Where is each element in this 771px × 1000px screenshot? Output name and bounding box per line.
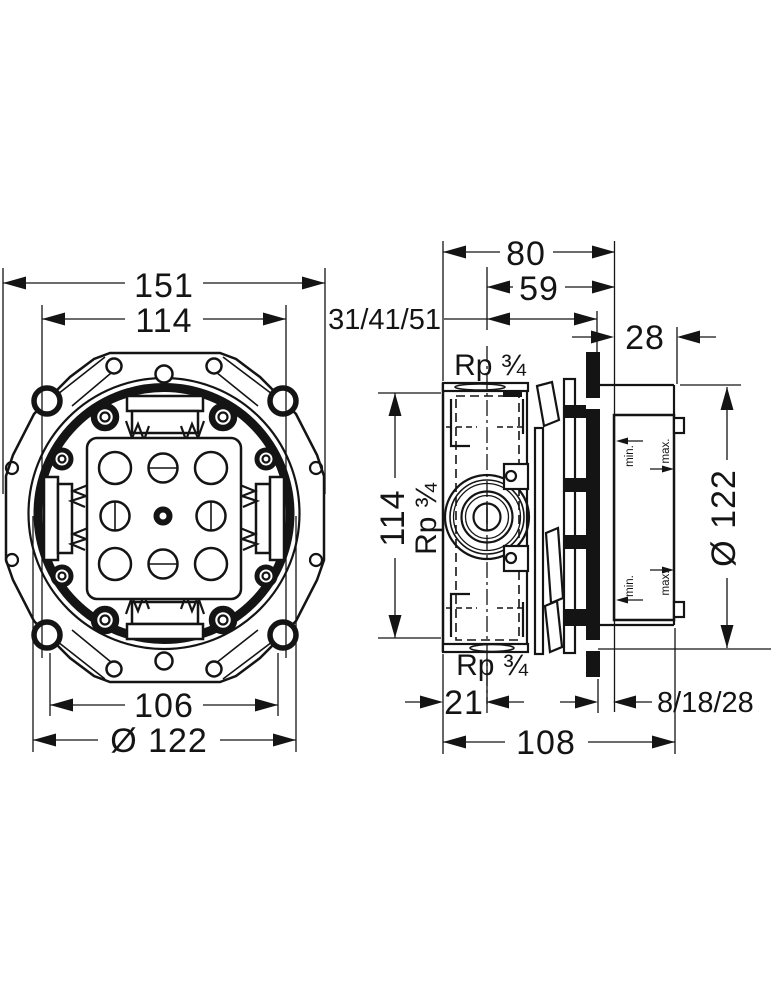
screw-bosses [502,462,530,573]
dim-text-diameter: Ø 122 [110,722,208,760]
dim-text-80: 80 [506,235,546,273]
dim-text-59: 59 [519,270,559,308]
fastening-blades [533,380,565,656]
function-block [85,436,243,601]
dim-text-106: 106 [134,687,194,725]
depth-markers: min. max. max. min. [616,437,674,604]
ring-bosses [50,402,278,635]
dim-port-spacing: 114 [374,393,412,638]
dim-plaster-range: 8/18/28 [560,687,754,719]
center-hole [153,506,173,526]
side-view-dimensions: 80 59 31/41/51 28 114 [328,235,771,762]
dim-text-108: 108 [516,724,576,762]
dim-flange-width: 151 [3,267,325,305]
dim-body-width: 106 [50,687,278,725]
port-label-center: Rp ¾ [410,482,443,555]
dim-cover-depth: 28 [572,319,716,357]
slotted-port [99,500,131,532]
mounting-flange [562,352,600,677]
dim-text-diameter-side: Ø 122 [705,469,743,567]
dim-seal-diameter-side: Ø 122 [705,387,743,648]
port-label-bottom: Rp ¾ [456,649,529,682]
slotted-port [147,548,179,580]
front-view-dimensions: 151 114 106 Ø 122 [2,267,326,760]
dim-text-81828: 8/18/28 [657,687,754,719]
dim-screw-width: 114 [42,302,286,340]
port-label-top: Rp ¾ [454,349,527,382]
dim-text-21: 21 [444,684,484,722]
side-view: min. max. max. min. Rp ¾ Rp ¾ Rp ¾ [410,346,686,704]
extension-lines [2,268,326,752]
dim-text-151: 151 [134,267,194,305]
dim-seal-diameter: Ø 122 [33,722,296,760]
dim-front-depth: 59 [487,270,615,308]
cover-box: min. max. max. min. [598,383,686,627]
dim-text-28: 28 [625,319,665,357]
side-rails [42,475,286,562]
dim-inlet-offset: 21 [405,684,524,722]
front-view [4,351,326,684]
min-marker-lower: min. [624,575,636,597]
housing [441,381,530,654]
dim-text-314151: 31/41/51 [328,304,441,336]
slotted-port [195,500,227,532]
dim-text-114: 114 [135,302,192,340]
min-marker-upper: min. [624,445,636,467]
top-bracket [105,357,223,444]
dim-total-length: 108 [443,724,675,762]
dim-install-depth: 31/41/51 [328,304,597,336]
edge-holes [4,460,324,568]
dim-total-depth: 80 [443,235,615,273]
slotted-port [147,452,179,484]
max-marker-lower: max. [660,571,672,596]
max-marker-upper: max. [660,439,672,464]
dim-text-114-side: 114 [374,489,412,546]
corner-ribs [57,356,273,680]
bottom-bracket [105,591,223,678]
